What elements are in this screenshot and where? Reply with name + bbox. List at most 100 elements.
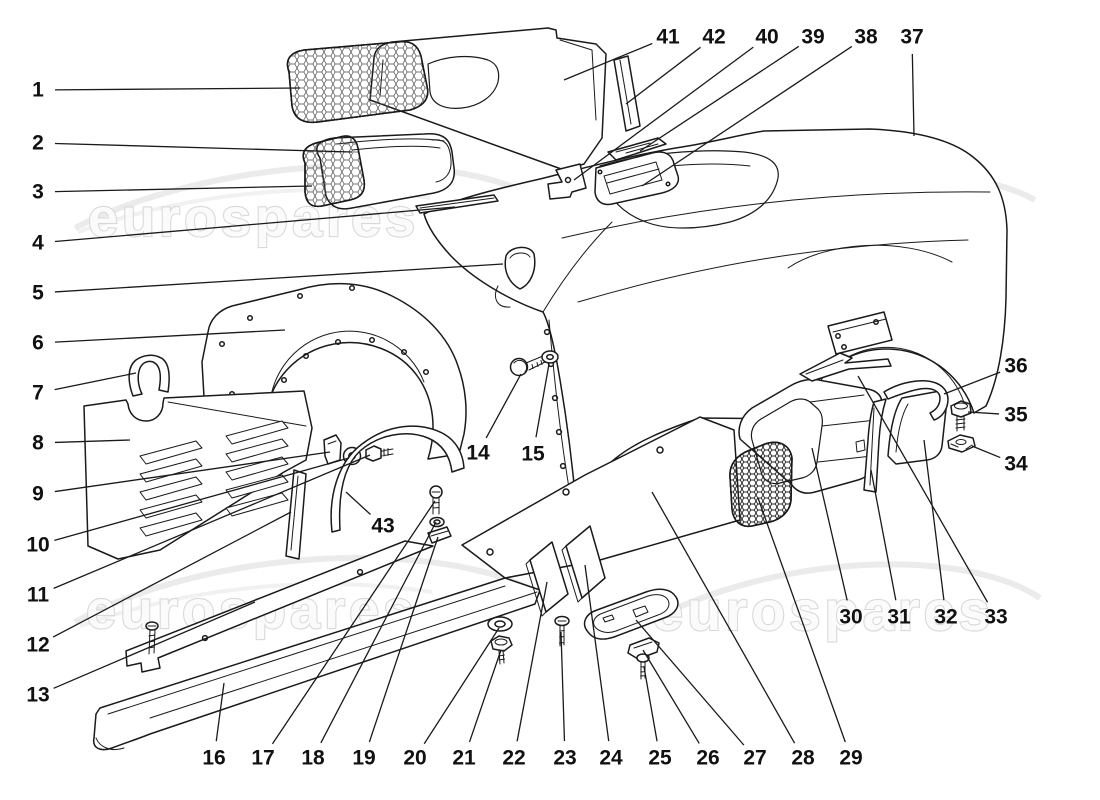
part-screw-14: [509, 355, 546, 377]
callout-39-leader: [639, 45, 800, 152]
callout-21-leader: [468, 649, 502, 743]
callout-23-label: 23: [553, 747, 576, 770]
callout-13-label: 13: [26, 684, 49, 707]
callout-4-label: 4: [32, 232, 44, 255]
callout-31-leader: [870, 469, 897, 601]
callout-22-leader: [516, 581, 548, 742]
callout-5-leader: [54, 263, 504, 293]
callout-13-leader: [53, 601, 256, 689]
callout-20-leader: [423, 627, 500, 745]
callout-38-leader: [641, 45, 853, 187]
callout-27-leader: [635, 619, 745, 746]
part-bolt-sill: [145, 621, 159, 655]
callout-42-label: 42: [702, 26, 725, 49]
callout-22-label: 22: [502, 747, 525, 770]
callout-39-label: 39: [801, 26, 824, 49]
watermark-swoosh: [73, 554, 530, 625]
callout-5-label: 5: [32, 282, 44, 305]
callout-9-leader: [54, 451, 331, 493]
callout-14-label: 14: [466, 442, 490, 465]
part-rocker-panel: [92, 577, 541, 751]
callout-1-label: 1: [32, 79, 44, 102]
callout-8-label: 8: [32, 432, 44, 455]
callout-30-leader: [811, 447, 848, 601]
callout-27-label: 27: [743, 747, 766, 770]
part-pillar-strip: [613, 55, 641, 132]
part-front-arch-segment: [330, 425, 465, 533]
part-clip: [323, 434, 342, 465]
callout-33-leader: [857, 375, 989, 603]
callout-35-leader: [967, 411, 1000, 415]
callout-25-leader: [643, 666, 658, 742]
callout-23-leader: [560, 631, 566, 742]
part-sill-strip: [125, 540, 434, 673]
part-bolt-35: [950, 400, 972, 432]
callout-25-label: 25: [648, 747, 672, 770]
callout-18-leader: [320, 521, 437, 744]
watermark-text: eurospares: [86, 580, 417, 640]
callout-17-leader: [271, 500, 436, 745]
callout-4-leader: [54, 206, 456, 243]
callout-40-label: 40: [755, 26, 778, 49]
watermark-swoosh: [79, 582, 433, 628]
part-washer-18: [429, 516, 445, 528]
callout-34-leader: [971, 445, 1001, 459]
callout-10-label: 10: [26, 534, 49, 557]
callout-15-leader: [535, 363, 550, 438]
watermark-swoosh: [646, 561, 1042, 625]
part-screw-17: [429, 485, 443, 515]
callout-24-label: 24: [599, 747, 623, 770]
part-emblem-badge: [495, 246, 536, 308]
callout-21-label: 21: [452, 747, 476, 770]
part-flap-24: [561, 525, 606, 603]
callout-1-leader: [54, 87, 301, 91]
callout-8-leader: [54, 439, 131, 444]
part-bolt-small: [365, 445, 394, 462]
part-washer-20: [487, 616, 513, 632]
callout-10-leader: [54, 457, 350, 542]
part-air-scoop: [594, 151, 680, 206]
callout-16-leader: [215, 682, 225, 742]
callout-7-label: 7: [32, 382, 44, 405]
part-flap-22: [525, 541, 569, 617]
callout-28-label: 28: [791, 747, 815, 770]
callout-18-label: 18: [301, 747, 325, 770]
callout-6-label: 6: [32, 332, 44, 355]
callout-14-leader: [485, 373, 522, 439]
callout-20-label: 20: [403, 747, 426, 770]
part-screw-23: [554, 615, 570, 647]
callout-2-label: 2: [32, 132, 44, 155]
part-speednut-19: [427, 526, 452, 544]
callout-17-label: 17: [251, 747, 274, 770]
callout-26-leader: [642, 649, 700, 744]
callout-31-label: 31: [887, 606, 911, 629]
callout-24-leader: [584, 564, 610, 742]
callout-30-label: 30: [839, 606, 862, 629]
callout-37-leader: [911, 53, 915, 137]
callout-34-label: 34: [1004, 453, 1028, 476]
callout-32-label: 32: [934, 606, 957, 629]
part-u-bracket: [128, 354, 170, 397]
callout-41-leader: [563, 42, 653, 81]
callout-29-leader: [757, 497, 846, 743]
callout-32-leader: [923, 439, 945, 601]
part-washer-15: [541, 350, 559, 364]
callout-42-leader: [625, 46, 701, 105]
part-louvered-panel: [83, 390, 313, 560]
callout-11-leader: [53, 454, 371, 589]
part-wheel-arch-liner: [201, 283, 467, 460]
callout-2-leader: [54, 142, 353, 153]
callout-6-leader: [54, 329, 286, 343]
callout-33-label: 33: [984, 606, 1007, 629]
part-vertical-strip: [285, 469, 307, 560]
part-tray-plate: [583, 588, 679, 640]
callout-43-leader: [345, 491, 371, 515]
part-narrow-strip: [855, 398, 887, 493]
callout-35-label: 35: [1004, 404, 1028, 427]
part-lower-bracket: [547, 163, 587, 200]
callout-3-label: 3: [32, 181, 44, 204]
callout-38-label: 38: [854, 26, 878, 49]
callout-36-label: 36: [1004, 355, 1027, 378]
